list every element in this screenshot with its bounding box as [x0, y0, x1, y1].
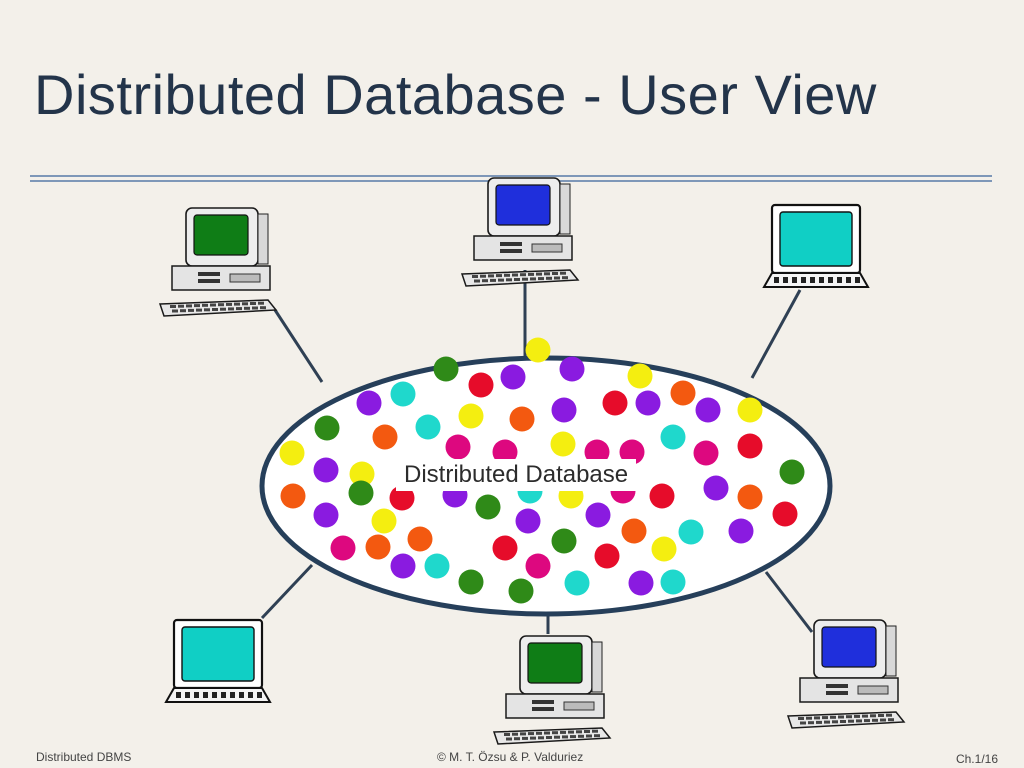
- desktop-bottom-right: [786, 619, 906, 729]
- data-dot: [330, 535, 356, 561]
- title-rule-top: [30, 175, 992, 177]
- data-dot: [670, 380, 696, 406]
- data-dot: [703, 475, 729, 501]
- data-dot: [551, 528, 577, 554]
- data-dot: [584, 439, 610, 465]
- data-dot: [551, 397, 577, 423]
- data-dot: [635, 390, 661, 416]
- terminals: [158, 177, 906, 745]
- data-dot: [585, 502, 611, 528]
- data-dot: [390, 381, 416, 407]
- data-dot: [475, 494, 501, 520]
- data-dot: [492, 535, 518, 561]
- laptop-top-right: [762, 203, 870, 288]
- data-dot: [365, 534, 391, 560]
- data-dot: [525, 553, 551, 579]
- data-dot: [445, 434, 471, 460]
- data-dot: [424, 553, 450, 579]
- data-dot: [458, 569, 484, 595]
- data-dot: [619, 439, 645, 465]
- data-dot: [678, 519, 704, 545]
- data-dot: [279, 440, 305, 466]
- data-dot: [649, 483, 675, 509]
- data-dot: [349, 461, 375, 487]
- data-dot: [372, 424, 398, 450]
- data-dot: [621, 518, 647, 544]
- data-dot: [559, 356, 585, 382]
- data-dot: [509, 406, 535, 432]
- connector-lines: [260, 270, 814, 634]
- data-dot: [651, 536, 677, 562]
- data-dot: [728, 518, 754, 544]
- data-dot: [356, 390, 382, 416]
- data-dot: [313, 502, 339, 528]
- data-dot: [515, 508, 541, 534]
- data-dot: [564, 570, 590, 596]
- database-label: Distributed Database: [396, 459, 637, 491]
- connector-line: [273, 309, 324, 383]
- data-dot: [390, 553, 416, 579]
- slide-title: Distributed Database - User View: [34, 63, 877, 126]
- data-dot: [525, 337, 551, 363]
- desktop-bottom-center: [492, 635, 612, 745]
- data-dot: [313, 457, 339, 483]
- data-dot: [415, 414, 441, 440]
- data-dot: [468, 372, 494, 398]
- data-dot: [508, 578, 534, 604]
- data-dot: [280, 483, 306, 509]
- desktop-top-center: [460, 177, 580, 287]
- data-dot: [660, 569, 686, 595]
- footer-right: Ch.1/16: [955, 752, 998, 766]
- data-dot: [695, 397, 721, 423]
- data-dot: [500, 364, 526, 390]
- data-dot: [492, 439, 518, 465]
- data-dot: [433, 356, 459, 382]
- connector-line: [750, 289, 802, 379]
- desktop-top-left: [158, 207, 278, 317]
- connector-line: [764, 571, 814, 633]
- data-dot: [348, 480, 374, 506]
- data-dots: [279, 337, 805, 604]
- data-dot: [602, 390, 628, 416]
- data-dot: [550, 431, 576, 457]
- data-dot: [628, 570, 654, 596]
- data-dot: [660, 424, 686, 450]
- data-dot: [314, 415, 340, 441]
- connector-line: [260, 563, 314, 620]
- data-dot: [389, 485, 415, 511]
- laptop-bottom-left: [164, 618, 272, 703]
- data-dot: [693, 440, 719, 466]
- footer-center: © M. T. Özsu & P. Valduriez: [437, 750, 584, 764]
- data-dot: [371, 508, 397, 534]
- data-dot: [594, 543, 620, 569]
- data-dot: [627, 363, 653, 389]
- data-dot: [737, 484, 763, 510]
- footer-left: Distributed DBMS: [36, 750, 132, 764]
- data-dot: [779, 459, 805, 485]
- data-dot: [737, 397, 763, 423]
- data-dot: [458, 403, 484, 429]
- data-dot: [772, 501, 798, 527]
- data-dot: [407, 526, 433, 552]
- data-dot: [737, 433, 763, 459]
